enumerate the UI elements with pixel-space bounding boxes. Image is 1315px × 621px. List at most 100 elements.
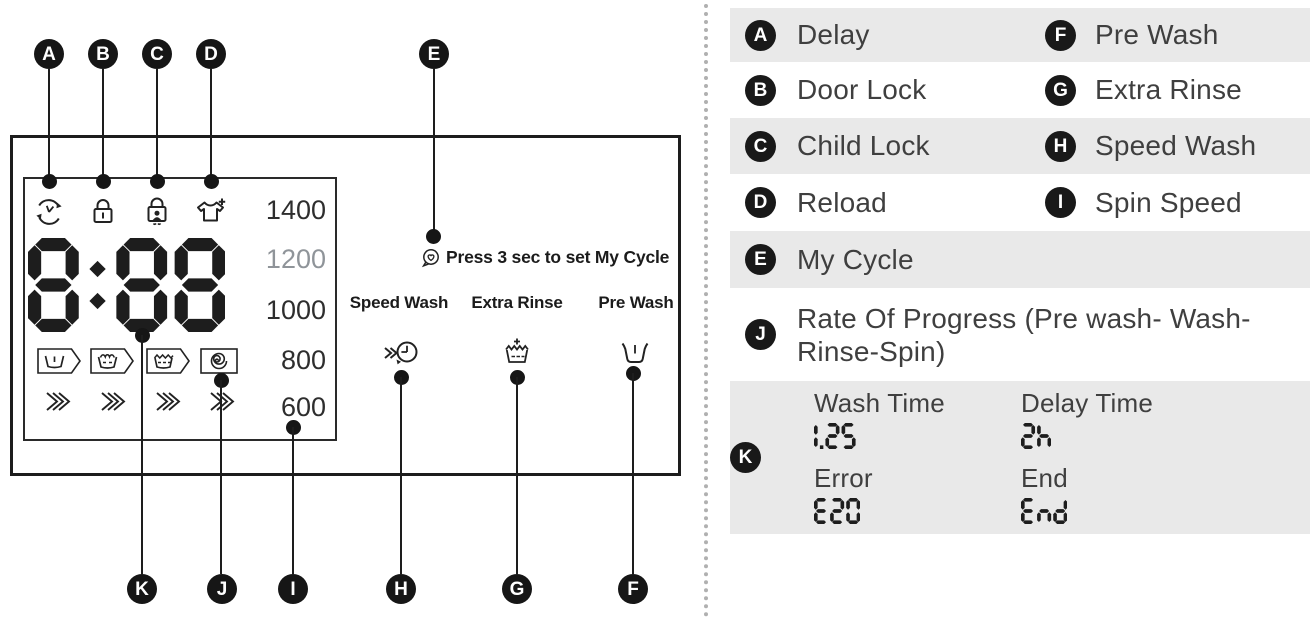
extra-rinse-icon [501, 337, 533, 367]
legend-entry-c: C Child Lock [730, 130, 1045, 162]
legend-badge-b: B [745, 74, 776, 106]
legend-badge-g: G [1045, 74, 1076, 106]
progress-chevrons-icon [155, 391, 182, 412]
callout-h: H [386, 574, 416, 604]
legend-label-door-lock: Door Lock [797, 74, 927, 105]
callout-k: K [127, 574, 157, 604]
callout-dot-a [42, 174, 57, 189]
legend-badge-i: I [1045, 187, 1076, 218]
delay-clock-icon [33, 195, 65, 227]
callout-line-h [400, 377, 402, 574]
spin-speed-1200: 1200 [265, 244, 326, 274]
rinse-stage-icon [146, 348, 190, 374]
legend-entry-i: I Spin Speed [1045, 187, 1242, 219]
legend-row-di: D Reload I Spin Speed [730, 174, 1310, 231]
callout-line-e [433, 69, 435, 232]
legend-row-j: J Rate Of Progress (Pre wash- Wash-Rinse… [730, 288, 1310, 381]
speed-wash-icon [383, 338, 421, 368]
wash-time-value [814, 423, 1021, 449]
my-cycle-hint: Press 3 sec to set My Cycle [421, 247, 669, 268]
child-lock-icon [142, 194, 172, 228]
callout-line-a [48, 69, 50, 176]
progress-chevrons-icon [45, 391, 72, 412]
legend-badge-a: A [745, 19, 776, 51]
legend-label-pre-wash: Pre Wash [1095, 19, 1219, 50]
legend-entry-d: D Reload [730, 187, 1045, 219]
callout-e: E [419, 39, 449, 69]
legend-badge-c: C [745, 130, 776, 162]
door-lock-icon [88, 195, 118, 227]
callout-dot-b [96, 174, 111, 189]
legend-label-reload: Reload [797, 186, 887, 218]
callout-line-k [141, 335, 143, 574]
legend-label-delay: Delay [797, 19, 870, 50]
callout-f: F [618, 574, 648, 604]
legend-label-spin-speed: Spin Speed [1095, 186, 1242, 218]
legend-row-af: A Delay F Pre Wash [730, 8, 1310, 62]
speed-wash-label: Speed Wash [349, 293, 449, 312]
spin-speed-1400: 1400 [265, 195, 326, 225]
time-display [28, 238, 226, 332]
legend-entry-a: A Delay [730, 19, 1045, 51]
legend-row-bg: B Door Lock G Extra Rinse [730, 62, 1310, 118]
callout-dot-d [204, 174, 219, 189]
callout-d: D [196, 39, 226, 69]
legend-k-col-2: Delay Time End [1021, 389, 1153, 539]
delay-time-label: Delay Time [1021, 388, 1154, 418]
wash-time-label: Wash Time [814, 388, 945, 418]
callout-dot-e [426, 229, 441, 244]
progress-chevrons-icon [100, 391, 127, 412]
callout-b: B [88, 39, 118, 69]
legend-label-my-cycle: My Cycle [797, 243, 914, 275]
callout-line-c [156, 69, 158, 176]
spin-stage-icon [200, 348, 238, 374]
legend-entry-g: G Extra Rinse [1045, 74, 1242, 106]
legend-row-ch: C Child Lock H Speed Wash [730, 118, 1310, 174]
callout-g: G [502, 574, 532, 604]
callout-line-f [632, 373, 634, 574]
legend-label-extra-rinse: Extra Rinse [1095, 74, 1242, 105]
legend-badge-f: F [1045, 19, 1076, 51]
legend-label-child-lock: Child Lock [797, 130, 930, 161]
section-divider [704, 4, 708, 617]
end-label: End [1021, 463, 1068, 493]
error-label: Error [814, 463, 873, 493]
end-value [1021, 498, 1153, 524]
callout-line-b [102, 69, 104, 176]
wash-stage-icon [90, 348, 134, 374]
reload-shirt-icon [194, 195, 228, 227]
legend-entry-e: E My Cycle [730, 244, 914, 276]
legend-entry-h: H Speed Wash [1045, 130, 1256, 162]
legend-row-e: E My Cycle [730, 231, 1310, 288]
legend-badge-d: D [745, 187, 776, 218]
legend-label-speed-wash: Speed Wash [1095, 130, 1257, 161]
spin-speed-600: 600 [280, 392, 326, 422]
delay-time-value [1021, 423, 1153, 449]
error-value [814, 498, 1021, 524]
legend-badge-h: H [1045, 130, 1076, 162]
pre-wash-label: Pre Wash [598, 293, 674, 312]
progress-chevrons-icon [209, 391, 236, 412]
callout-line-i [292, 427, 294, 574]
legend-entry-j: J Rate Of Progress (Pre wash- Wash-Rinse… [730, 302, 1309, 368]
legend-row-k: K Wash Time Error Delay Time End [730, 381, 1310, 534]
my-cycle-heart-bubble-icon [421, 248, 440, 268]
callout-c: C [142, 39, 172, 69]
extra-rinse-label: Extra Rinse [471, 293, 563, 312]
callout-j: J [207, 574, 237, 604]
spin-speed-800: 800 [280, 345, 326, 375]
callout-i: I [278, 574, 308, 604]
legend-k-table: Wash Time Error Delay Time End [814, 376, 1153, 539]
prewash-stage-icon [37, 348, 81, 374]
my-cycle-hint-text: Press 3 sec to set My Cycle [446, 247, 670, 267]
legend-entry-b: B Door Lock [730, 74, 1045, 106]
callout-a: A [34, 39, 64, 69]
legend-k-col-1: Wash Time Error [814, 389, 1021, 539]
legend-badge-e: E [745, 244, 776, 275]
legend-label-rate-of-progress: Rate Of Progress (Pre wash- Wash-Rinse-S… [797, 302, 1251, 367]
pre-wash-icon [619, 340, 651, 368]
legend-badge-j: J [745, 319, 776, 350]
spin-speed-1000: 1000 [265, 295, 326, 325]
callout-line-j [220, 380, 222, 574]
